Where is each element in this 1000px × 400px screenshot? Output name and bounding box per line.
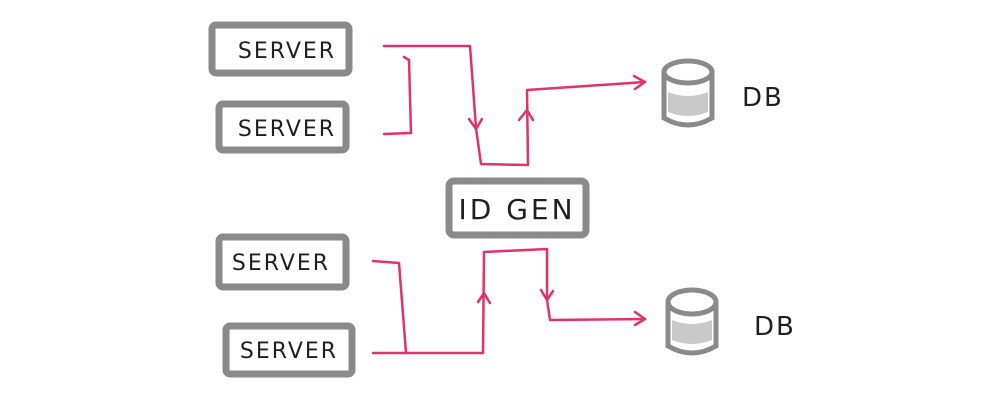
id-gen-box: ID GEN xyxy=(445,177,590,239)
top-server-to-idgen-line xyxy=(382,44,478,130)
bottom-server-to-idgen-line xyxy=(371,247,549,355)
server-box-2: SERVER xyxy=(215,100,350,154)
database-icon-top: DB xyxy=(661,58,784,128)
bottom-connectors xyxy=(371,247,647,355)
server-box-3: SERVER xyxy=(215,233,350,291)
top-idgen-to-db-line xyxy=(474,80,647,167)
top-server2-feed-line xyxy=(382,55,413,136)
db-label-bottom: DB xyxy=(754,312,796,342)
top-up-arrowhead xyxy=(517,108,535,122)
server-label-1: SERVER xyxy=(238,39,336,64)
db-label-top: DB xyxy=(742,83,784,113)
database-icon-bottom: DB xyxy=(665,287,796,356)
bottom-up-arrowhead xyxy=(476,291,492,305)
id-gen-label: ID GEN xyxy=(458,193,575,226)
bottom-idgen-to-db-line xyxy=(545,298,647,322)
bottom-db-arrowhead xyxy=(633,310,647,327)
server-label-2: SERVER xyxy=(238,117,336,142)
server-label-4: SERVER xyxy=(240,339,338,364)
server-label-3: SERVER xyxy=(232,251,330,276)
server-box-1: SERVER xyxy=(208,21,353,77)
server-box-4: SERVER xyxy=(222,322,356,378)
top-db-arrowhead xyxy=(632,74,647,91)
top-connectors xyxy=(382,44,647,167)
